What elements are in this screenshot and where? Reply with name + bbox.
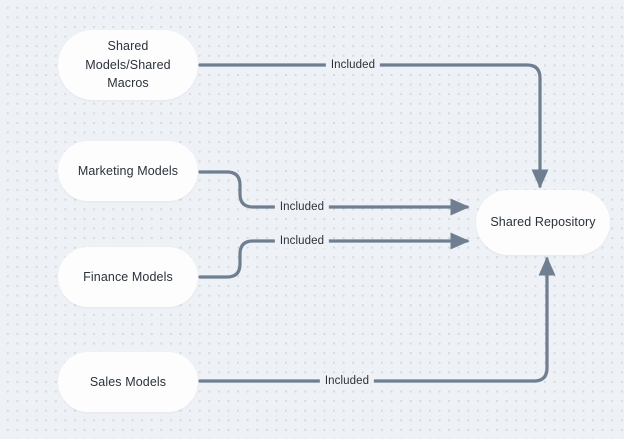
edge-path-marketing-models [198, 170, 470, 216]
edge-path-sales-models [198, 256, 556, 383]
edge-label-finance-models: Included [274, 234, 330, 248]
edge-label-marketing-models: Included [274, 200, 330, 214]
node-sales-models-label: Sales Models [89, 374, 167, 389]
node-shared-repository[interactable]: Shared Repository [476, 190, 610, 255]
node-shared-models-label: Shared Models/Shared Macros [85, 38, 171, 91]
edge-label-shared-models: Included [325, 58, 381, 72]
node-finance-models[interactable]: Finance Models [58, 247, 198, 307]
edge-path-shared-models [198, 63, 549, 189]
edge-path-finance-models [198, 232, 470, 279]
node-shared-models[interactable]: Shared Models/Shared Macros [58, 30, 198, 100]
node-shared-repository-label: Shared Repository [490, 215, 596, 230]
node-marketing-models[interactable]: Marketing Models [58, 141, 198, 201]
node-finance-models-label: Finance Models [83, 269, 173, 284]
edge-label-sales-models: Included [319, 374, 375, 388]
node-sales-models[interactable]: Sales Models [58, 352, 198, 412]
node-marketing-models-label: Marketing Models [77, 163, 179, 178]
